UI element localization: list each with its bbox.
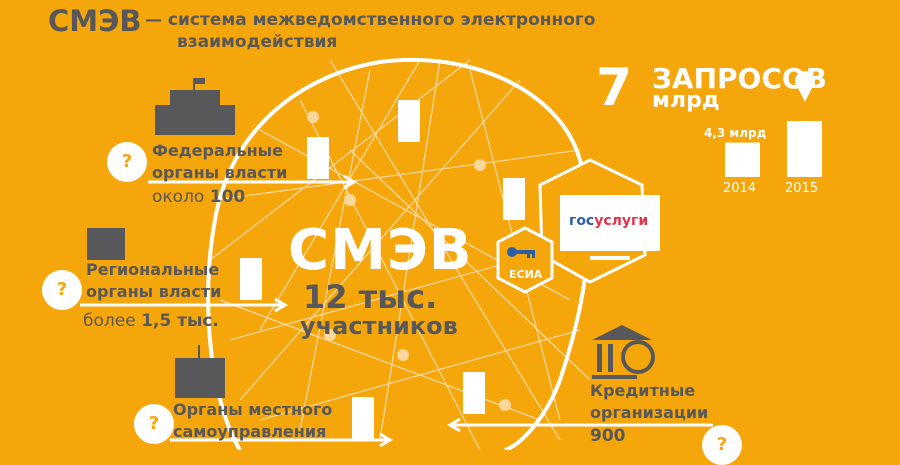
participants-label: участников xyxy=(300,312,458,340)
network-lines xyxy=(209,59,591,450)
network-boundary xyxy=(206,57,591,450)
regional-building-icon xyxy=(87,228,125,260)
count-federal: около 100 xyxy=(152,187,246,207)
key-icon xyxy=(507,247,535,258)
network-diagram xyxy=(80,57,822,450)
esia-hexagon xyxy=(496,226,554,294)
bar-year-2014: 2014 xyxy=(723,181,757,196)
question-bubble[interactable]: ? xyxy=(134,404,174,444)
arrows xyxy=(80,174,713,448)
header-line2: взаимодействия xyxy=(177,32,338,52)
gosuslugi-logo[interactable]: госуслуги xyxy=(569,213,649,229)
bar-2014 xyxy=(725,142,760,177)
network-nodes xyxy=(307,111,511,411)
federal-building-icon xyxy=(155,78,235,135)
requests-word: ЗАПРОСОВ xyxy=(652,62,828,95)
header-acronym: СМЭВ xyxy=(48,4,142,38)
question-bubble[interactable]: ? xyxy=(42,270,82,310)
local-building-icon xyxy=(175,345,225,398)
bank-icon xyxy=(592,325,655,379)
bar-value-label: 4,3 млрд xyxy=(704,126,767,140)
header-line1: — система межведомственного электронного xyxy=(145,10,596,30)
question-bubble[interactable]: ? xyxy=(107,142,147,182)
bar-year-2015: 2015 xyxy=(785,181,819,196)
participants-number: 12 тыс. xyxy=(303,278,438,316)
count-regional: более 1,5 тыс. xyxy=(83,311,219,331)
monitor-icon xyxy=(560,195,660,251)
esia-label: ЕСИА xyxy=(509,268,543,281)
center-acronym: СМЭВ xyxy=(288,218,473,283)
server-icons xyxy=(240,100,525,439)
count-credit: 900 xyxy=(590,426,626,446)
question-bubble[interactable]: ? xyxy=(702,425,742,465)
bar-2015 xyxy=(787,121,822,177)
location-pin-icon xyxy=(795,71,815,102)
requests-unit: млрд xyxy=(652,88,720,113)
requests-number: 7 xyxy=(596,58,633,118)
